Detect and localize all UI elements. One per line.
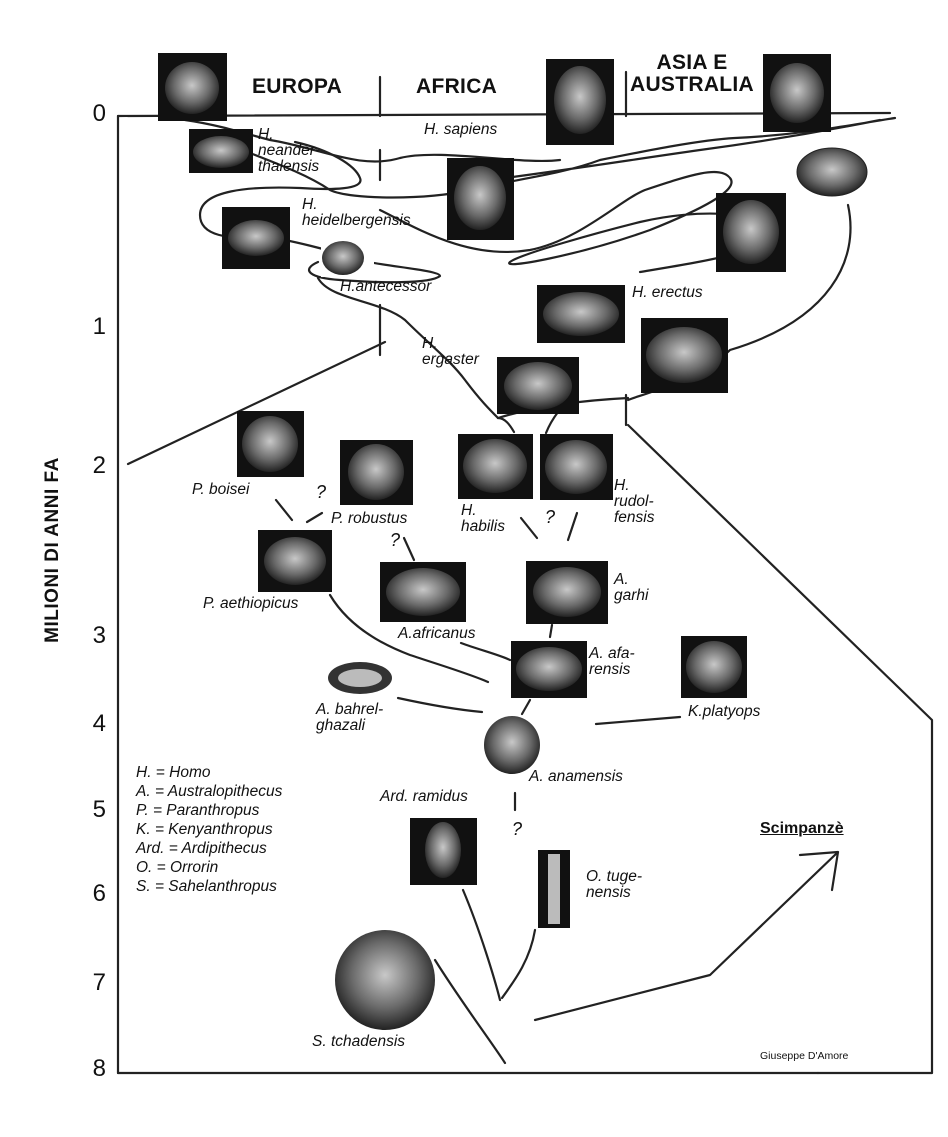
legend-item: H. = Homo: [136, 763, 282, 782]
species-label: H.antecessor: [340, 279, 431, 295]
species-label: H. ergaster: [422, 336, 479, 368]
species-label: K.platyops: [688, 704, 760, 720]
species-label: A. garhi: [614, 572, 648, 604]
y-axis-title: MILIONI DI ANNI FA: [42, 457, 64, 643]
species-label: H. habilis: [461, 503, 505, 535]
species-label: A. anamensis: [529, 769, 623, 785]
species-label: S. tchadensis: [312, 1034, 405, 1050]
tick-label: 2: [76, 452, 106, 480]
species-label: A. afa- rensis: [589, 646, 635, 678]
species-label: H. erectus: [632, 285, 703, 301]
species-label: H. neander- thalensis: [258, 127, 320, 175]
species-label: O. tuge- nensis: [586, 869, 642, 901]
legend-item: O. = Orrorin: [136, 858, 282, 877]
legend: H. = Homo A. = Australopithecus P. = Par…: [136, 763, 282, 896]
tick-label: 8: [76, 1055, 106, 1083]
tick-label: 6: [76, 880, 106, 908]
species-label: H. heidelbergensis: [302, 197, 411, 229]
species-label: H. rudol- fensis: [614, 478, 655, 526]
tick-label: 7: [76, 969, 106, 997]
legend-item: Ard. = Ardipithecus: [136, 839, 282, 858]
uncertainty-mark: ?: [316, 482, 326, 503]
tick-label: 3: [76, 622, 106, 650]
species-label: P. robustus: [331, 511, 407, 527]
uncertainty-mark: ?: [512, 819, 522, 840]
legend-item: A. = Australopithecus: [136, 782, 282, 801]
uncertainty-mark: ?: [390, 530, 400, 551]
legend-item: S. = Sahelanthropus: [136, 877, 282, 896]
species-label: H. sapiens: [424, 122, 497, 138]
legend-item: P. = Paranthropus: [136, 801, 282, 820]
author-credit: Giuseppe D'Amore: [760, 1050, 848, 1062]
species-label: A.africanus: [398, 626, 476, 642]
uncertainty-mark: ?: [545, 507, 555, 528]
tick-label: 1: [76, 313, 106, 341]
legend-item: K. = Kenyanthropus: [136, 820, 282, 839]
species-label: P. aethiopicus: [203, 596, 298, 612]
species-label: A. bahrel- ghazali: [316, 702, 383, 734]
region-africa: AFRICA: [416, 76, 497, 98]
species-label: Ard. ramidus: [380, 789, 468, 805]
chimp-label: Scimpanzè: [760, 820, 844, 838]
region-asia-australia: ASIA E AUSTRALIA: [630, 52, 754, 96]
tick-label: 4: [76, 710, 106, 738]
tick-label: 0: [76, 100, 106, 128]
tick-label: 5: [76, 796, 106, 824]
species-label: P. boisei: [192, 482, 249, 498]
region-europe: EUROPA: [252, 76, 342, 98]
